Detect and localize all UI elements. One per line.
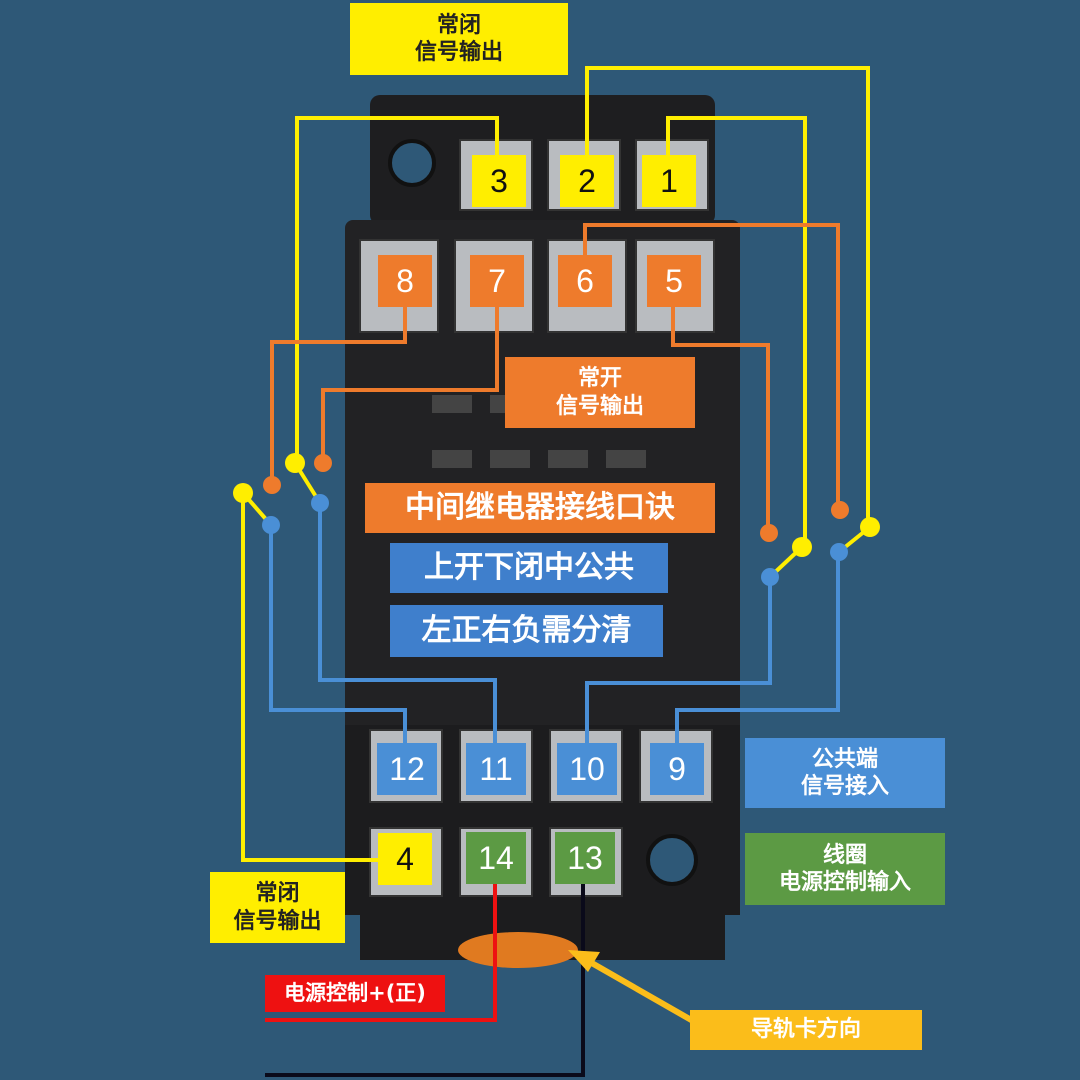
wire-positive [265,880,497,1022]
coil-input-label: 线圈电源控制输入 [745,833,945,905]
wire-9 [675,552,840,770]
no-output-label: 常开信号输出 [505,357,695,428]
switch-contact-dots [233,453,880,586]
wire-negative [265,880,585,1077]
wire-8 [270,282,407,480]
title-label: 中间继电器接线口诀 [365,483,715,533]
wire-2 [585,66,870,522]
terminal-13: 13 [555,832,615,884]
wire-1 [666,116,807,542]
label-line: 信号输出 [555,393,644,419]
terminal-5: 5 [647,255,701,307]
terminal-12: 12 [377,743,437,795]
nc-output-label-top: 常闭信号输出 [350,3,568,75]
label-line: 信号输出 [233,908,322,934]
rhyme-line-2: 左正右负需分清 [390,605,663,657]
wire-6 [583,223,840,505]
label-line: 公共端 [811,746,878,772]
power-positive-label: 电源控制+(正) [265,975,445,1012]
wire-5 [671,280,770,528]
terminal-3: 3 [472,155,526,207]
wire-7 [321,282,499,458]
rail-arrow [568,950,702,1028]
wire-4 [241,495,405,862]
terminal-1: 1 [642,155,696,207]
wire-10 [585,577,772,770]
label-line: 电源控制输入 [778,870,911,895]
nc-output-label-bottom: 常闭信号输出 [210,872,345,943]
terminal-6: 6 [558,255,612,307]
label-line: 常闭 [436,12,481,38]
terminal-14: 14 [466,832,526,884]
terminal-8: 8 [378,255,432,307]
terminal-10: 10 [557,743,617,795]
wire-3 [295,116,499,458]
label-line: 信号输出 [414,40,503,65]
wire-11 [318,503,497,770]
label-line: 常开 [577,366,622,391]
label-line: 线圈 [822,842,867,868]
common-input-label: 公共端信号接入 [745,738,945,808]
terminal-11: 11 [466,743,526,795]
terminal-9: 9 [650,743,704,795]
rhyme-line-1: 上开下闭中公共 [390,543,668,593]
label-line: 常闭 [255,881,300,906]
rail-direction-label: 导轨卡方向 [690,1010,922,1050]
terminal-7: 7 [470,255,524,307]
terminal-4: 4 [378,833,432,885]
wire-12 [269,525,407,770]
label-line: 信号接入 [800,774,889,799]
terminal-2: 2 [560,155,614,207]
